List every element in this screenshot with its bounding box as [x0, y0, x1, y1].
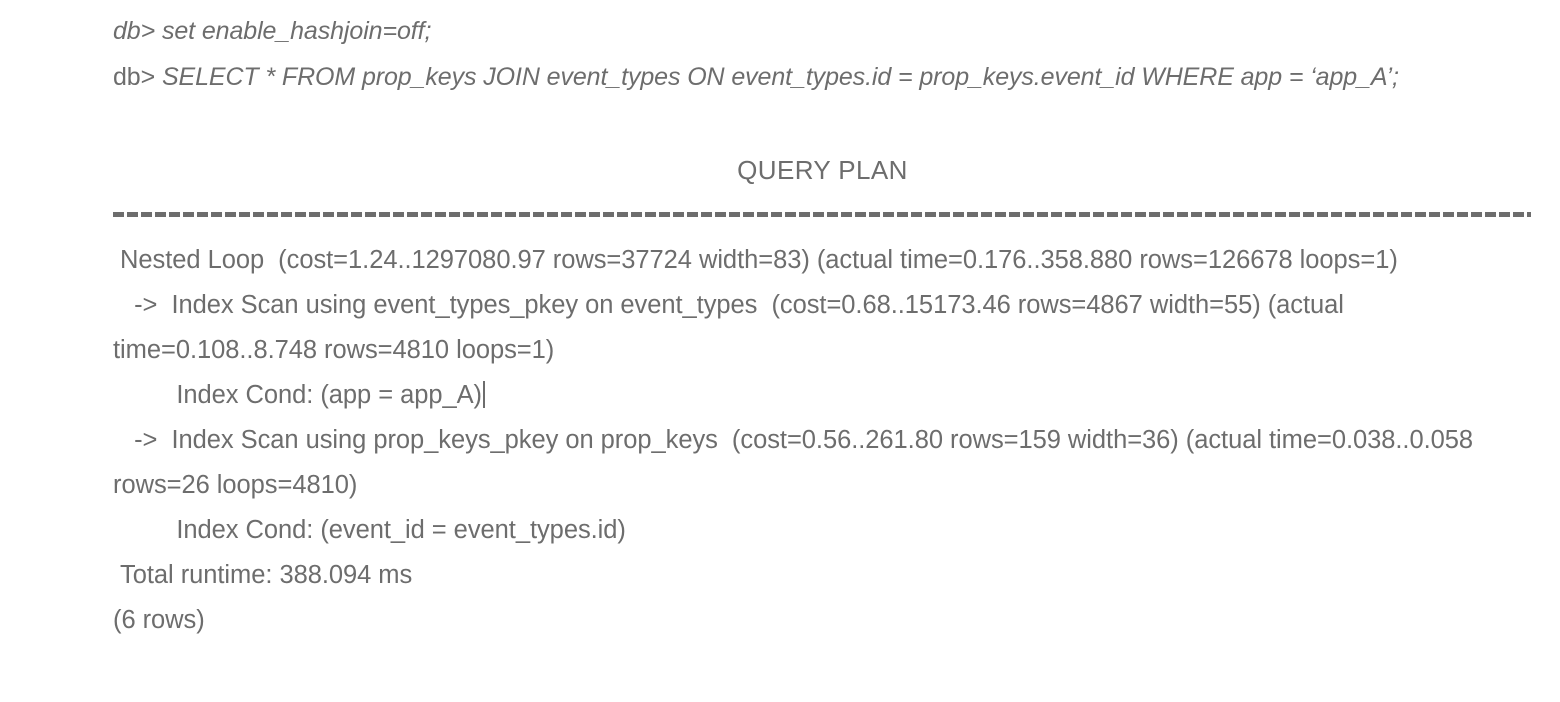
prompt-line-1: db> set enable_hashjoin=off;: [113, 8, 1532, 54]
plan-line-index-scan-event-types: -> Index Scan using event_types_pkey on …: [113, 291, 1351, 364]
prompt-prefix-1: db>: [113, 17, 162, 45]
prompt-line-2: db> SELECT * FROM prop_keys JOIN event_t…: [113, 54, 1532, 100]
prompt-prefix-2: db>: [113, 63, 162, 91]
text-cursor-caret: [483, 381, 485, 408]
plan-line-row-count: (6 rows): [113, 606, 205, 634]
query-plan-body: Nested Loop (cost=1.24..1297080.97 rows=…: [113, 238, 1532, 643]
plan-line-index-scan-prop-keys: -> Index Scan using prop_keys_pkey on pr…: [113, 426, 1481, 499]
input-command-block: db> set enable_hashjoin=off; db> SELECT …: [113, 8, 1532, 100]
plan-line-index-cond-event-id: Index Cond: (event_id = event_types.id): [113, 516, 626, 544]
plan-line-index-cond-app: Index Cond: (app = app_A): [113, 373, 1532, 418]
header-separator-rule: [113, 212, 1531, 217]
plan-line-nested-loop: Nested Loop (cost=1.24..1297080.97 rows=…: [113, 246, 1398, 274]
plan-line-total-runtime: Total runtime: 388.094 ms: [113, 561, 413, 589]
plan-line-index-cond-app-text: Index Cond: (app = app_A): [113, 381, 482, 409]
command-text-2: SELECT * FROM prop_keys JOIN event_types…: [161, 63, 1399, 91]
query-plan-header: QUERY PLAN: [737, 155, 908, 185]
command-text-1: set enable_hashjoin=off;: [161, 17, 432, 45]
